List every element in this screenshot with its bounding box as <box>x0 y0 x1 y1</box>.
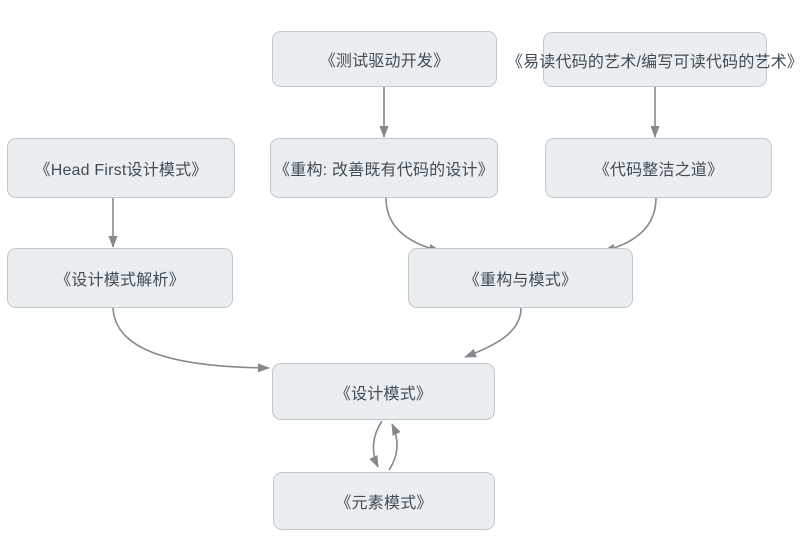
node-label: 《重构: 改善既有代码的设计》 <box>274 162 494 179</box>
edge-clean-code-to-refactoring-to-patterns <box>603 197 657 253</box>
edge-design-patterns-to-elemental-patterns <box>369 420 383 468</box>
node-clean-code[interactable]: 《代码整洁之道》 <box>545 138 772 198</box>
node-design-patterns[interactable]: 《设计模式》 <box>272 363 495 420</box>
edge-refactoring-to-patterns-to-design-patterns <box>464 307 522 358</box>
node-elemental-patterns[interactable]: 《元素模式》 <box>273 472 495 530</box>
edge-elemental-patterns-to-design-patterns <box>388 423 401 471</box>
node-label: 《设计模式》 <box>334 385 433 403</box>
node-head-first[interactable]: 《Head First设计模式》 <box>7 138 235 198</box>
node-tdd[interactable]: 《测试驱动开发》 <box>272 31 497 87</box>
node-dp-explained[interactable]: 《设计模式解析》 <box>7 248 233 308</box>
edge-dp-explained-to-design-patterns <box>112 307 270 373</box>
node-label: 《易读代码的艺术/编写可读代码的艺术》 <box>506 53 800 71</box>
node-label: 《设计模式解析》 <box>55 272 185 289</box>
edge-refactoring-to-refactoring-to-patterns <box>385 197 441 253</box>
node-label: 《测试驱动开发》 <box>319 53 450 70</box>
node-label: 《代码整洁之道》 <box>593 162 724 179</box>
node-label: 《Head First设计模式》 <box>34 162 208 179</box>
node-label: 《元素模式》 <box>335 495 433 512</box>
node-refactoring-to-patterns[interactable]: 《重构与模式》 <box>408 248 633 308</box>
node-refactoring[interactable]: 《重构: 改善既有代码的设计》 <box>270 138 498 198</box>
node-readable-code[interactable]: 《易读代码的艺术/编写可读代码的艺术》 <box>507 32 800 87</box>
node-label: 《重构与模式》 <box>463 272 578 289</box>
